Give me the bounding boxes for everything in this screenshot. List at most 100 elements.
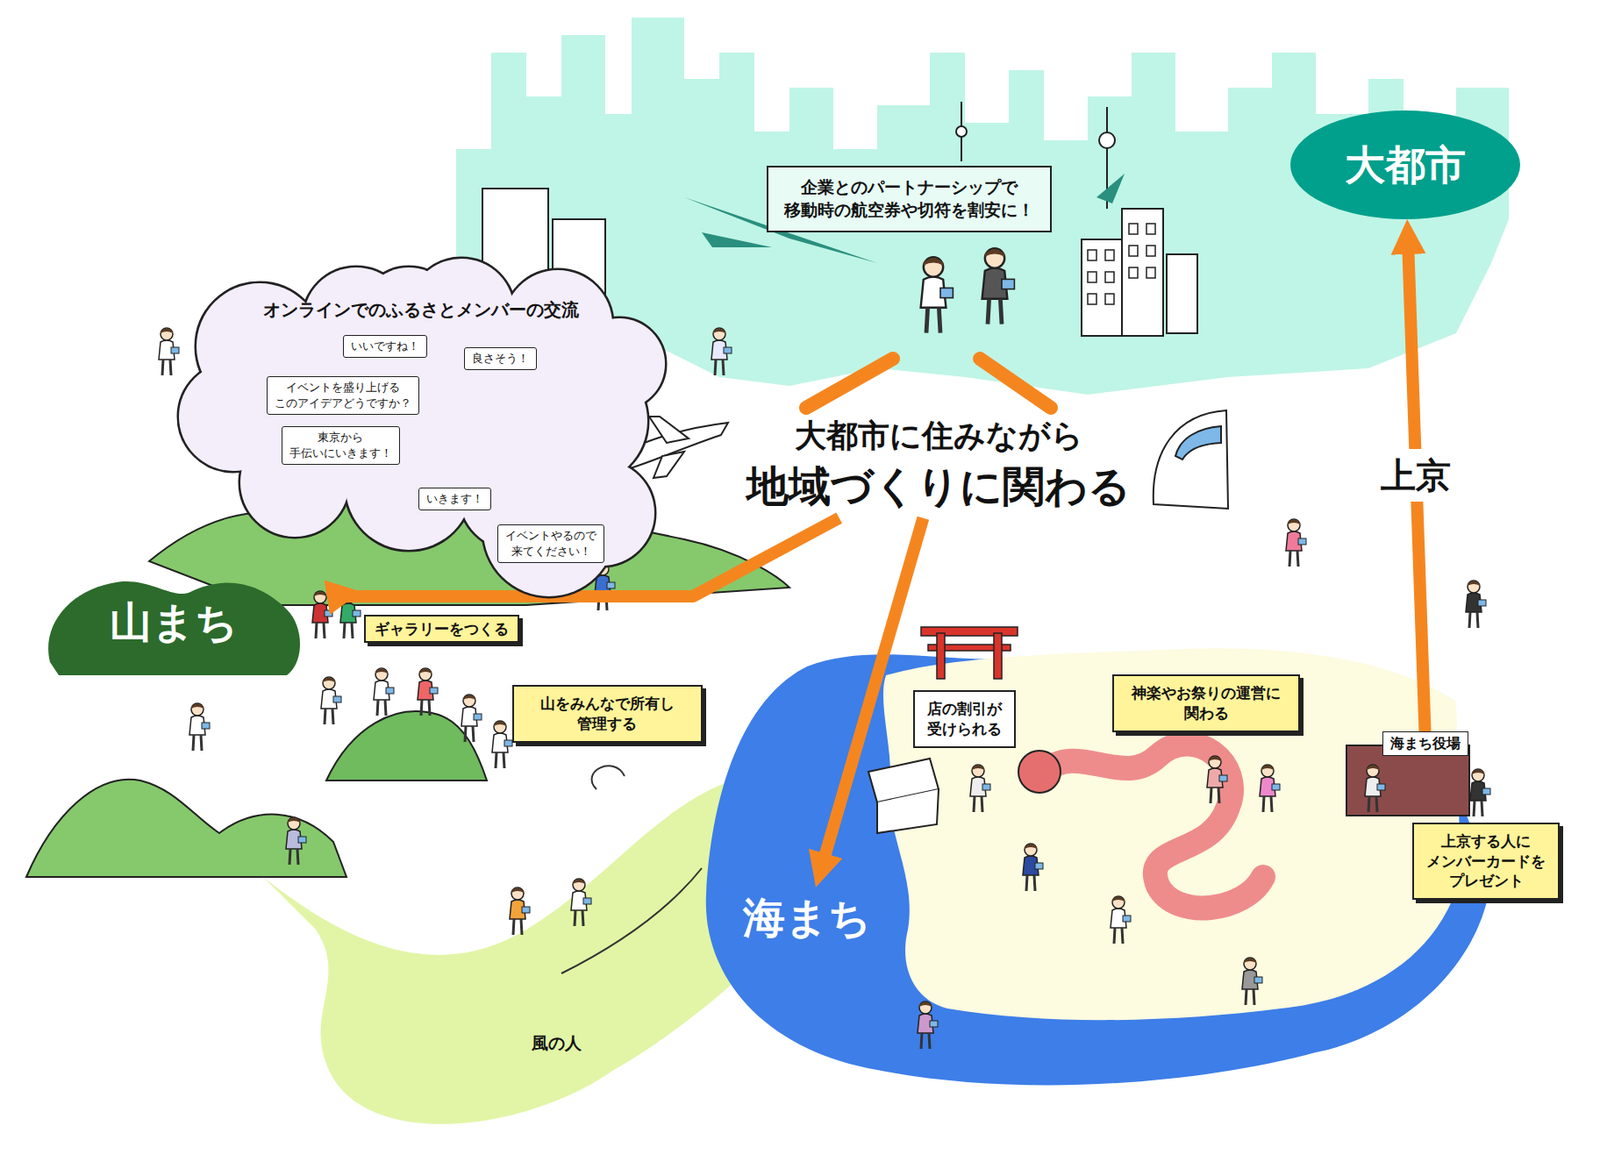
torii bbox=[921, 627, 1018, 679]
illustration-part bbox=[1087, 293, 1097, 305]
speech-bubble: 東京から 手伝いにいきます！ bbox=[281, 426, 400, 465]
illustration-part bbox=[1128, 267, 1138, 279]
illustration-part bbox=[1465, 580, 1486, 629]
node-text: 大都市 bbox=[1344, 137, 1466, 193]
illustration-part bbox=[321, 677, 342, 725]
text-line: メンバーカードを bbox=[1426, 851, 1546, 872]
text-line: イベントを盛り上げる bbox=[274, 379, 412, 396]
text-line: 来てください！ bbox=[505, 543, 597, 560]
text-line: 企業とのパートナーシップで bbox=[784, 176, 1035, 200]
text-line: 良さそう！ bbox=[471, 350, 529, 367]
node-text: 店の割引が 受けられる bbox=[927, 699, 1002, 740]
illustration-part bbox=[1096, 173, 1125, 204]
town-hall-building bbox=[1346, 745, 1470, 816]
text-line: いきます！ bbox=[426, 491, 484, 508]
illustration-part bbox=[649, 416, 689, 443]
illustration-part bbox=[1153, 410, 1229, 509]
illustration-part bbox=[285, 817, 307, 865]
text-line: 海まち bbox=[742, 889, 872, 947]
text-line: 関わる bbox=[1131, 703, 1281, 724]
illustration-part bbox=[561, 868, 702, 974]
illustration-part bbox=[1099, 132, 1115, 149]
illustration-part bbox=[1105, 271, 1115, 283]
illustration-part bbox=[877, 789, 939, 834]
speech-bubble: いきます！ bbox=[418, 487, 492, 511]
illustration-part bbox=[1043, 743, 1264, 908]
node-text: 神楽やお祭りの運営に 関わる bbox=[1131, 683, 1281, 724]
illustration-part bbox=[158, 328, 179, 376]
text-line: いいですね！ bbox=[350, 338, 420, 355]
illustration-part bbox=[417, 668, 438, 716]
node-text: 東京から 手伝いにいきます！ bbox=[289, 429, 393, 461]
text-line: 山まち bbox=[109, 593, 238, 651]
illustration-part bbox=[921, 257, 954, 333]
illustration-part bbox=[1470, 769, 1491, 817]
concept-text: 大都市に住みながら地域づくりに関わる bbox=[737, 411, 1140, 518]
illustration-part bbox=[1128, 245, 1138, 257]
illustration-part bbox=[461, 694, 482, 743]
city-badge: 大都市 bbox=[1290, 110, 1521, 220]
text-line: 店の割引が bbox=[927, 699, 1002, 720]
text-line: イベントやるので bbox=[505, 528, 597, 544]
illustration-part bbox=[1364, 764, 1386, 813]
sea-town-label: 海まち bbox=[737, 887, 877, 949]
text-line: ギャラリーをつくる bbox=[374, 619, 509, 640]
speech-bubble: イベントを盛り上げる このアイデアどうですか？ bbox=[266, 376, 420, 415]
node-text: 山まち bbox=[109, 593, 238, 651]
illustration-part bbox=[806, 358, 893, 408]
node-text: いいですね！ bbox=[350, 338, 420, 355]
node-text: イベントを盛り上げる このアイデアどうですか？ bbox=[274, 379, 412, 411]
text-line: 上京する人に bbox=[1426, 831, 1546, 852]
roof-strokes bbox=[806, 358, 1051, 408]
illustration-part bbox=[1166, 254, 1198, 334]
illustration-part bbox=[483, 464, 615, 597]
yellow-note: 山をみんなで所有し 管理する bbox=[512, 685, 703, 743]
illustration-part bbox=[711, 328, 732, 376]
text-line: 大都市に住みながら bbox=[794, 414, 1084, 458]
illustration-part bbox=[1110, 896, 1131, 944]
text-line: 移動時の航空券や切符を割安に！ bbox=[784, 199, 1035, 222]
illustration-part bbox=[373, 668, 394, 716]
text-line: このアイデアどうですか？ bbox=[274, 395, 412, 412]
mountain-town-badge: 山まち bbox=[41, 565, 307, 679]
illustration-part bbox=[701, 232, 772, 248]
illustration-part bbox=[936, 633, 945, 679]
illustration-part bbox=[1285, 519, 1307, 567]
illustration-part bbox=[1081, 239, 1123, 336]
sign-box: 海まち役場 bbox=[1382, 731, 1469, 757]
figure-label: 風の人 bbox=[531, 1032, 582, 1055]
text-line: オンラインでのふるさとメンバーの交流 bbox=[263, 298, 579, 322]
illustration-part bbox=[993, 633, 1002, 679]
illustration-part bbox=[1121, 208, 1164, 336]
illustration-part bbox=[591, 765, 625, 790]
illustration-part bbox=[571, 878, 592, 927]
text-line: 東京から bbox=[289, 429, 393, 446]
node-text: 山をみんなで所有し 管理する bbox=[540, 693, 675, 735]
node-text: オンラインでのふるさとメンバーの交流 bbox=[263, 298, 579, 322]
speech-bubble: いいですね！ bbox=[342, 335, 428, 358]
speech-bubble: 良さそう！ bbox=[464, 347, 537, 371]
text-line: 地域づくりに関わる bbox=[746, 457, 1131, 515]
node-text: いきます！ bbox=[426, 491, 484, 508]
illustration-part bbox=[483, 464, 615, 597]
illustration-part bbox=[1128, 223, 1138, 235]
node-text: 海まち bbox=[742, 889, 872, 947]
node-text: 海まち役場 bbox=[1390, 734, 1461, 754]
text-line: 海まち役場 bbox=[1390, 734, 1461, 754]
illustration-part bbox=[48, 581, 300, 676]
illustration-part bbox=[1146, 223, 1156, 235]
windows bbox=[1087, 223, 1156, 305]
illustration-part bbox=[917, 1001, 938, 1050]
illustration-part bbox=[1207, 756, 1228, 804]
text-line: 管理する bbox=[540, 714, 675, 735]
illustration-part bbox=[970, 764, 991, 813]
illustration-part bbox=[1146, 245, 1156, 257]
illustration-part bbox=[1105, 250, 1115, 261]
info-box: 店の割引が 受けられる bbox=[913, 690, 1016, 749]
text-line: プレゼント bbox=[1426, 871, 1546, 892]
node-text: 良さそう！ bbox=[471, 350, 529, 367]
illustration-part bbox=[653, 451, 685, 479]
edge-label: 上京 bbox=[1373, 449, 1458, 502]
